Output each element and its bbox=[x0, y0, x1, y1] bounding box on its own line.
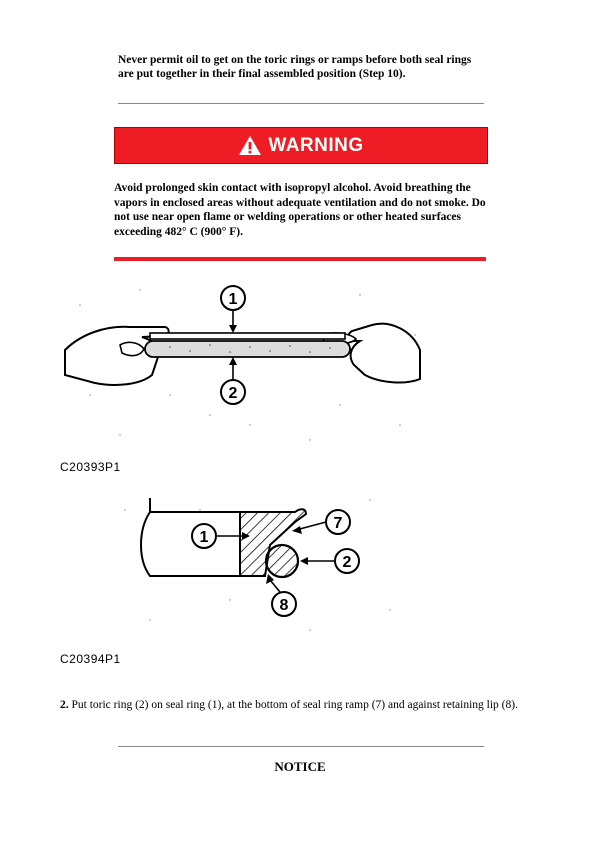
figure-1-callout-2: 2 bbox=[229, 385, 238, 402]
figure-2-callout-7: 7 bbox=[334, 515, 343, 532]
figure-2-callout-1: 1 bbox=[200, 529, 209, 546]
warning-paragraph: Avoid prolonged skin contact with isopro… bbox=[114, 182, 486, 238]
notice-heading: NOTICE bbox=[274, 759, 326, 774]
step-text: Put toric ring (2) on seal ring (1), at … bbox=[68, 699, 518, 711]
warning-triangle-icon bbox=[239, 136, 262, 155]
figure-2-cross-section-illustration: 1 7 2 8 bbox=[124, 498, 391, 631]
divider-bottom bbox=[118, 746, 484, 747]
figure-1-toric-ring-illustration: 1 2 bbox=[64, 285, 421, 441]
figure-2-callout-2: 2 bbox=[343, 554, 352, 571]
warning-banner: WARNING bbox=[114, 127, 488, 164]
figure-1-id: C20393P1 bbox=[60, 460, 121, 474]
divider-top bbox=[118, 103, 484, 104]
figure-2-id: C20394P1 bbox=[60, 652, 121, 666]
warning-label: WARNING bbox=[268, 134, 364, 156]
figure-1-callout-1: 1 bbox=[229, 291, 238, 308]
step-number: 2. bbox=[60, 699, 69, 711]
step-2-paragraph: 2. Put toric ring (2) on seal ring (1), … bbox=[60, 698, 550, 713]
warning-end-rule bbox=[114, 257, 486, 261]
caution-paragraph: Never permit oil to get on the toric rin… bbox=[118, 54, 472, 80]
figure-2-callout-8: 8 bbox=[280, 597, 289, 614]
